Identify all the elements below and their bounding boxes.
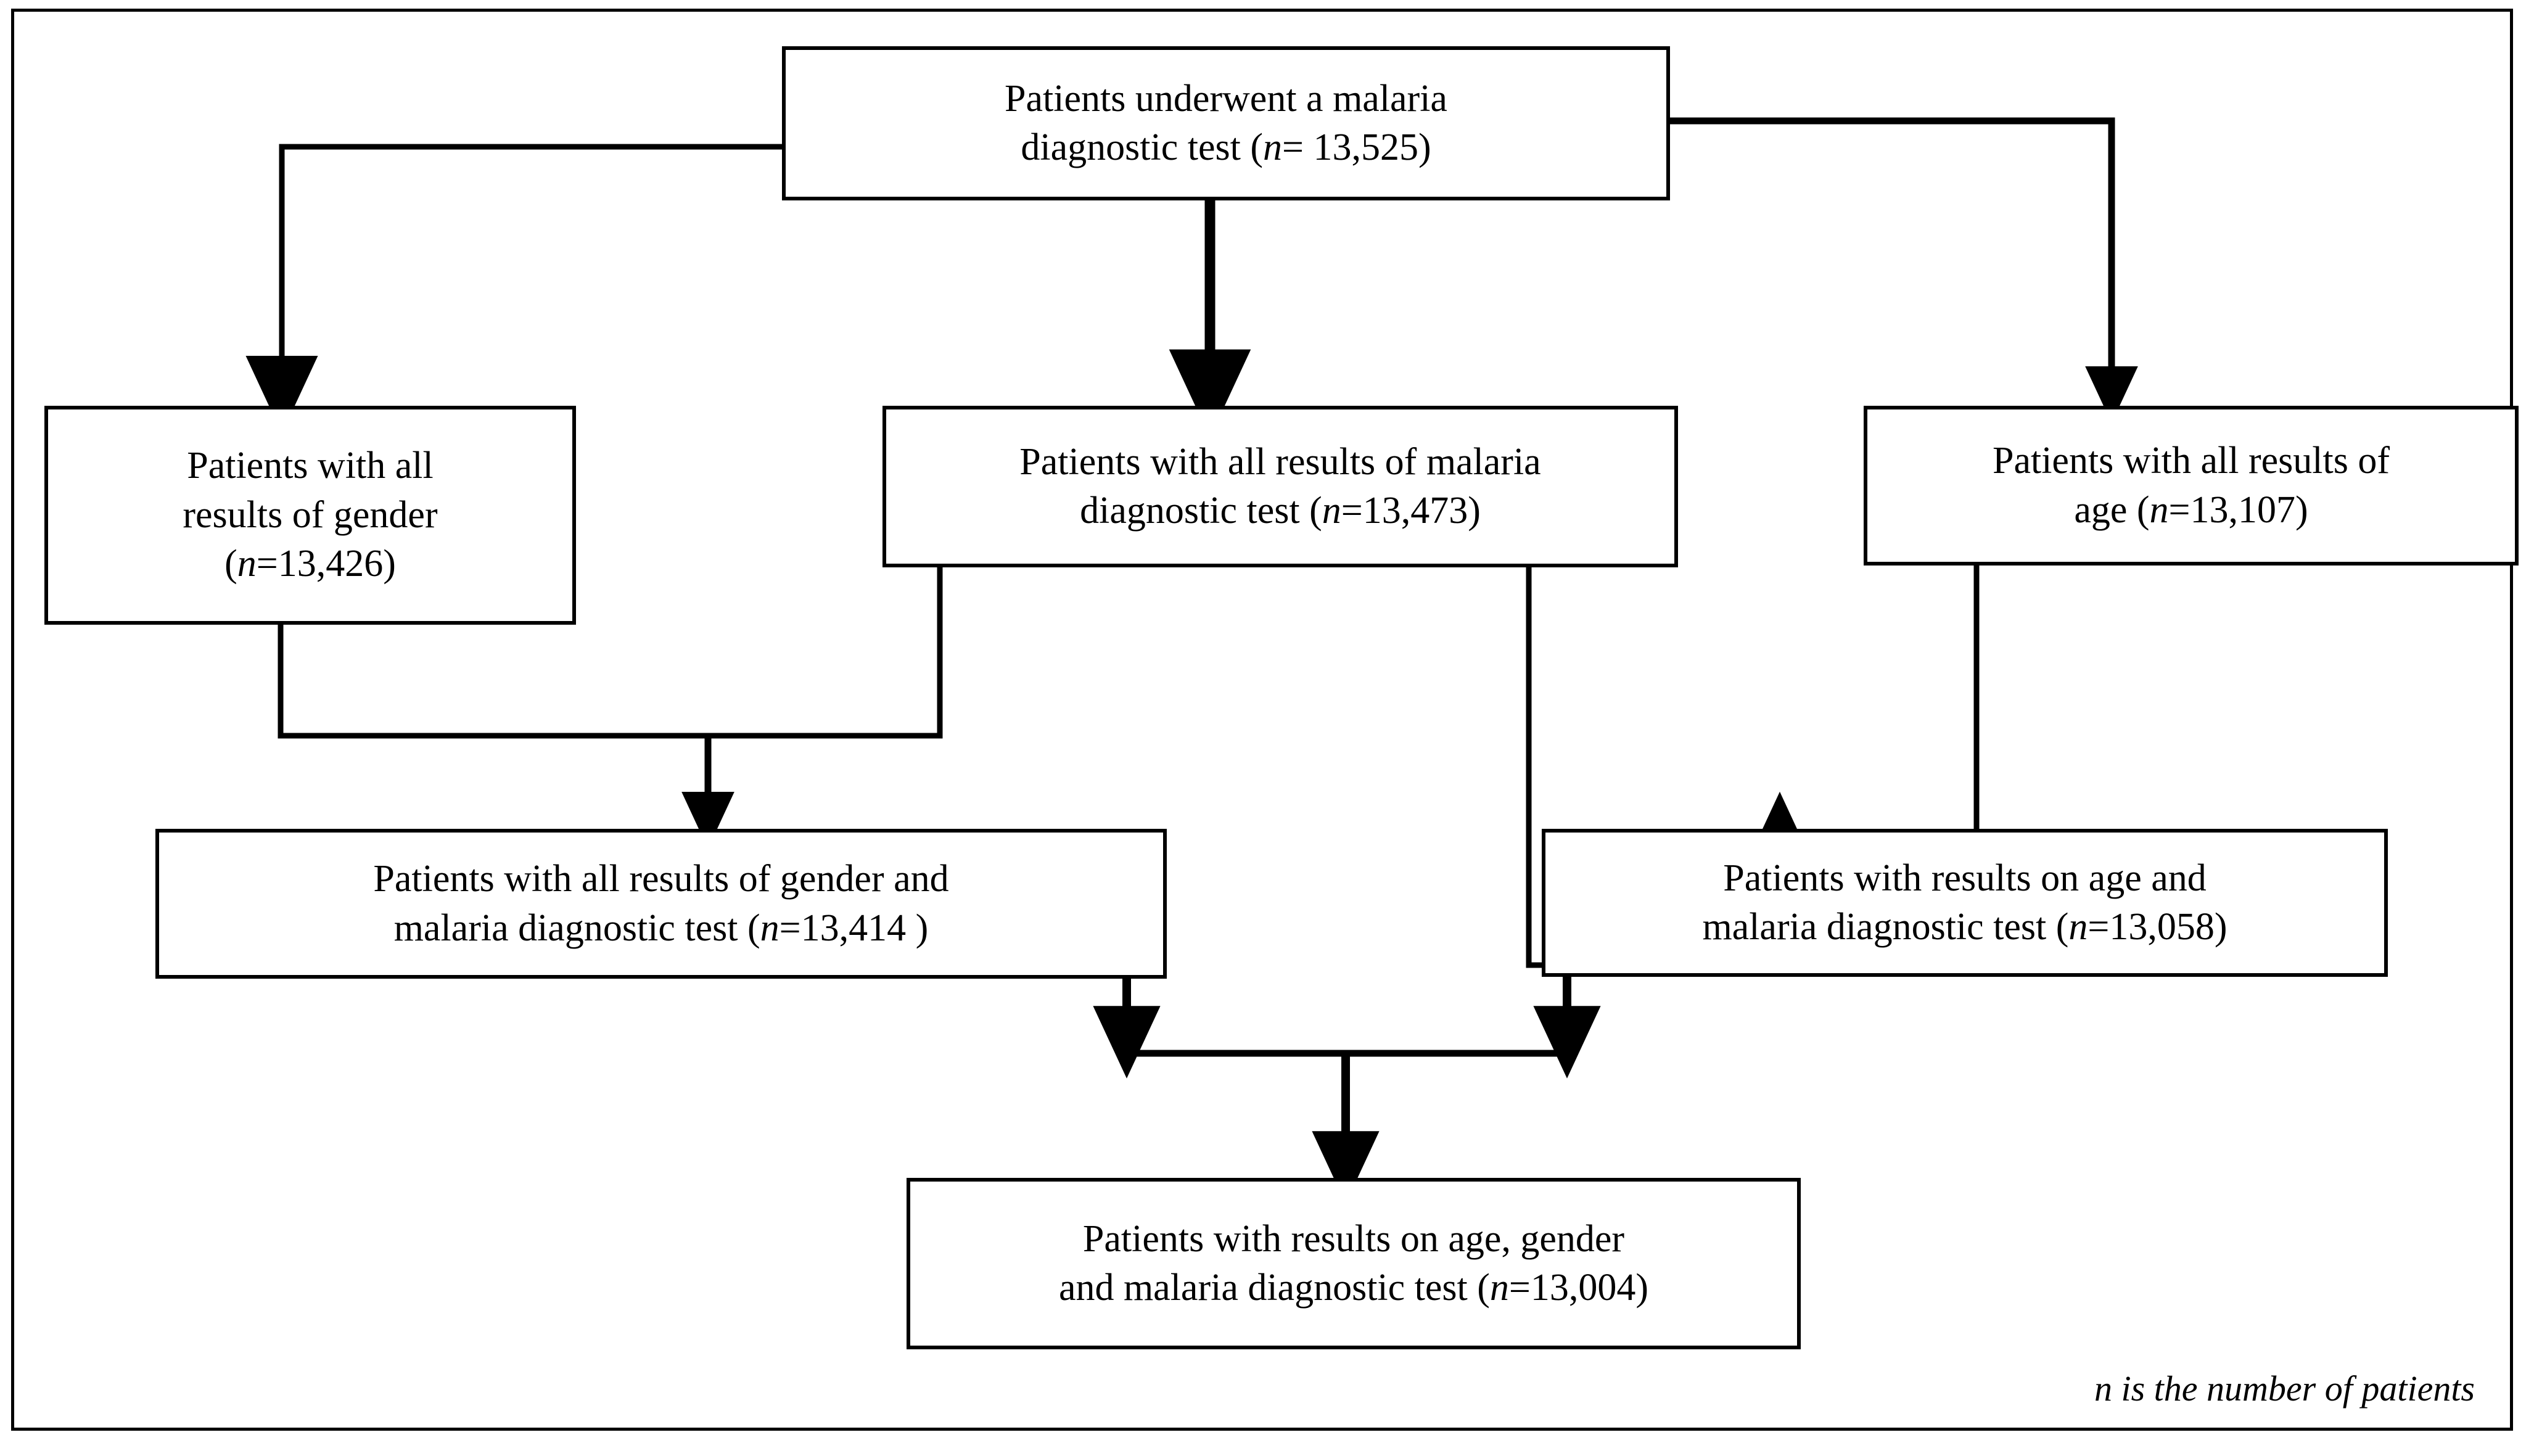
node-final-label: Patients with results on age, gender and… <box>1058 1217 1649 1309</box>
node-final-cohort[interactable]: Patients with results on age, gender and… <box>907 1178 1801 1349</box>
node-gender-malaria-label: Patients with all results of gender and … <box>373 858 949 949</box>
node-gender-and-malaria[interactable]: Patients with all results of gender and … <box>155 829 1167 979</box>
node-age-label: Patients with all results of age (n=13,1… <box>1992 440 2390 531</box>
node-source-label: Patients underwent a malaria diagnostic … <box>1005 77 1447 168</box>
node-age-and-malaria[interactable]: Patients with results on age and malaria… <box>1542 829 2388 977</box>
figure-outer-frame <box>11 9 2513 1431</box>
node-source-patients[interactable]: Patients underwent a malaria diagnostic … <box>782 46 1670 200</box>
node-gender-label: Patients with all results of gender (n=1… <box>183 445 438 585</box>
node-malaria-test-results[interactable]: Patients with all results of malaria dia… <box>882 406 1678 567</box>
node-gender-results[interactable]: Patients with all results of gender (n=1… <box>44 406 576 625</box>
figure-footnote: n is the number of patients <box>2094 1368 2475 1409</box>
node-age-malaria-label: Patients with results on age and malaria… <box>1702 857 2228 948</box>
node-malaria-label: Patients with all results of malaria dia… <box>1019 440 1541 532</box>
node-age-results[interactable]: Patients with all results of age (n=13,1… <box>1864 406 2519 566</box>
